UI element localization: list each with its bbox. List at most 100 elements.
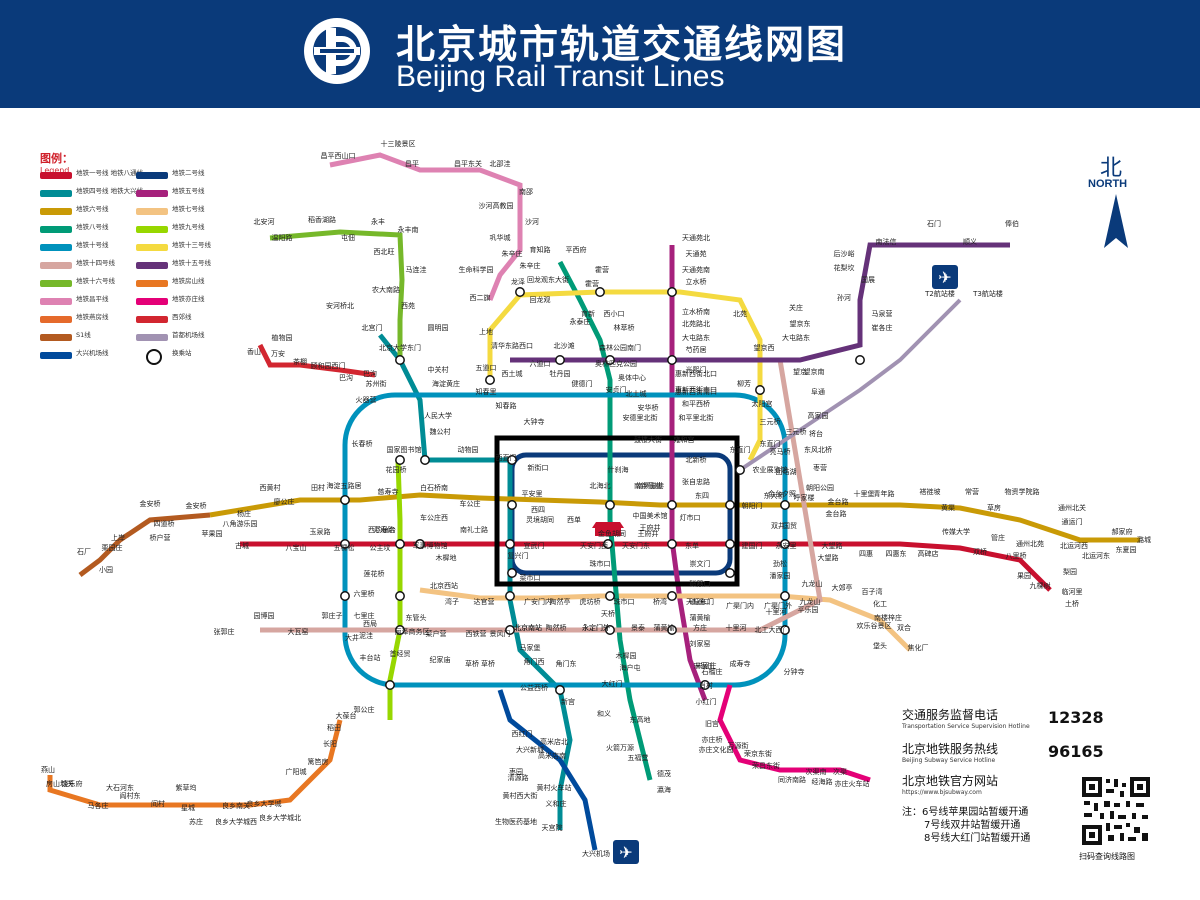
station-label[interactable]: 西黄村 [260,483,281,492]
station-label[interactable]: 枣营 [813,463,827,472]
station-label[interactable]: 南锣鼓巷 [634,481,662,490]
station-label[interactable]: 北沙滩 [554,341,575,350]
station-label[interactable]: 永丰南 [398,225,419,234]
station-label[interactable]: 顺义 [963,238,977,246]
interchange-marker[interactable] [667,539,677,549]
station-label[interactable]: 十里河 [766,607,787,616]
station-label[interactable]: 蒲黄榆 [690,613,711,622]
station-label[interactable]: 西土城 [502,369,523,378]
station-label[interactable]: 永泰庄 [570,317,591,326]
station-label[interactable]: 公益西桥 [520,683,548,692]
station-label[interactable]: 朱辛庄 [502,249,523,258]
station-label[interactable]: 生命科学园 [459,265,494,274]
station-label[interactable]: 珠市口 [614,597,635,606]
interchange-marker[interactable] [667,355,677,365]
station-label[interactable]: 高米店北 [540,737,568,746]
station-label[interactable]: 圆明园 [428,324,449,332]
station-label[interactable]: 和平里北街 [679,413,714,422]
interchange-marker[interactable] [395,355,405,365]
station-label[interactable]: 八角游乐园 [223,519,258,528]
interchange-marker[interactable] [385,680,395,690]
station-label[interactable]: 农业展览馆 [753,465,788,474]
station-label[interactable]: 安华桥 [638,403,659,412]
station-label[interactable]: 西苑 [401,301,415,310]
station-label[interactable]: 草桥 [481,659,495,668]
station-label[interactable]: 分钟寺 [784,667,805,676]
station-label[interactable]: 东管头 [406,613,427,622]
website-link[interactable]: https://www.bjsubway.com [902,789,982,796]
station-label[interactable]: 北京南站 [514,623,542,632]
station-label[interactable]: 景泰 [631,623,645,632]
station-label[interactable]: 国展 [861,276,875,284]
station-label[interactable]: 长春桥 [352,439,373,448]
station-label[interactable]: 安德里北街 [623,413,658,422]
station-label[interactable]: 动物园 [458,445,479,454]
station-label[interactable]: 朱辛庄 [520,261,541,270]
station-label[interactable]: 角门东 [556,659,577,668]
station-label[interactable]: 西单 [567,515,581,524]
station-label[interactable]: 植物园 [272,333,293,342]
qr-code-icon[interactable] [1080,775,1152,847]
station-label[interactable]: 新街口 [528,463,549,472]
station-label[interactable]: 苹果园 [202,529,223,538]
station-label[interactable]: 草桥 [465,659,479,668]
station-label[interactable]: 北新桥 [686,455,707,464]
station-label[interactable]: 燕山 [41,765,55,774]
interchange-marker[interactable] [507,455,517,465]
station-label[interactable]: 传媒大学 [942,527,970,536]
interchange-marker[interactable] [780,591,790,601]
station-label[interactable]: 焦化厂 [908,643,929,652]
station-label[interactable]: 雍和宫 [674,435,695,444]
station-label[interactable]: 平安里 [522,489,543,498]
station-label[interactable]: 西直门 [496,453,517,462]
station-label[interactable]: 育新 [581,309,595,318]
station-label[interactable]: 丽泽商务区 [395,627,430,636]
station-label[interactable]: 阜通 [811,387,825,396]
station-label[interactable]: 金安桥 [140,499,161,508]
station-label[interactable]: 花园桥 [386,465,407,474]
station-label[interactable]: 芍药居 [686,345,707,354]
station-label[interactable]: 郭庄子 [322,611,343,620]
interchange-marker[interactable] [667,287,677,297]
station-label[interactable]: 火箭万源 [606,743,634,752]
station-label[interactable]: 苏州街 [366,379,387,388]
station-label[interactable]: 六里桥 [354,589,375,598]
station-label[interactable]: 军事博物馆 [413,541,448,550]
interchange-marker[interactable] [735,465,745,475]
station-label[interactable]: 双合 [897,623,911,632]
station-label[interactable]: 天通苑 [686,249,707,258]
station-label[interactable]: 立水桥南 [682,307,710,316]
station-label[interactable]: 广安门内 [524,597,552,606]
station-label[interactable]: 平西府 [566,245,587,254]
station-label[interactable]: 八里桥 [1006,551,1027,560]
station-label[interactable]: 篱笆房 [308,757,329,766]
station-label[interactable]: 东风北桥 [804,445,832,454]
station-label[interactable]: 北苑路北 [682,319,710,328]
station-label[interactable]: 高米店南 [538,751,566,760]
station-label[interactable]: 公主坟 [370,543,391,552]
station-label[interactable]: 车公庄 [460,499,481,508]
station-label[interactable]: 磁器口 [690,579,711,588]
station-label[interactable]: 呼家楼 [794,493,815,502]
station-label[interactable]: 瀛海 [657,785,671,794]
station-label[interactable]: 后沙峪 [834,249,855,258]
station-label[interactable]: 杨庄 [237,509,251,518]
station-label[interactable]: 十里堡 [854,489,875,498]
station-label[interactable]: 桥湾 [653,597,667,606]
station-label[interactable]: 永定门外 [582,623,610,632]
station-label[interactable]: 经海路 [812,777,833,786]
station-label[interactable]: 西四 [531,506,545,514]
station-label[interactable]: 人民大学 [424,411,452,420]
station-label[interactable]: 土桥 [1065,599,1079,608]
station-label[interactable]: 饶乐府 [62,779,83,788]
station-label[interactable]: 沙河 [525,218,539,226]
station-label[interactable]: 石门 [927,219,941,228]
station-label[interactable]: 良乡大学城西 [215,817,257,826]
interchange-marker[interactable] [515,287,525,297]
station-label[interactable]: 天安门东 [622,541,650,550]
interchange-marker[interactable] [605,591,615,601]
station-label[interactable]: 阎村 [151,799,165,808]
station-label[interactable]: 郭公庄 [354,705,375,714]
station-label[interactable]: 苏庄 [189,817,203,826]
station-label[interactable]: 亦庄文化园 [699,745,734,754]
